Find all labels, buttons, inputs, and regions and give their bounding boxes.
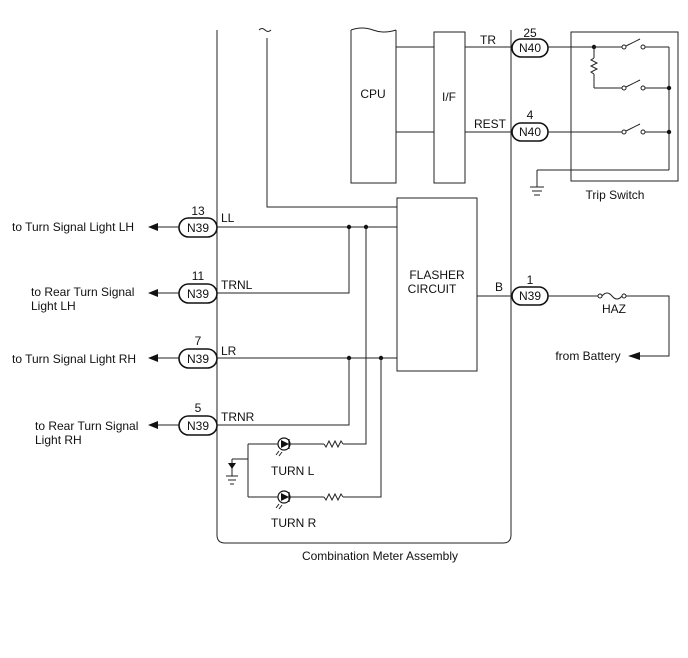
trip-contact-a2 xyxy=(640,44,646,50)
signal-tr: TR xyxy=(480,33,496,47)
fuse-terminal-2 xyxy=(621,293,627,299)
wire-break-mark xyxy=(258,28,272,32)
trip-switch-a-blade xyxy=(625,38,641,47)
pin-25: 25 xyxy=(523,26,537,40)
trip-node-3 xyxy=(666,129,672,135)
turn-r-label: TURN R xyxy=(271,516,317,530)
trip-switch-box xyxy=(570,31,679,182)
connector-n39-1-label: N39 xyxy=(519,289,541,303)
fuse-label: HAZ xyxy=(602,302,626,316)
pin-5: 5 xyxy=(195,401,202,415)
trip-contact-b1 xyxy=(621,85,627,91)
flasher-circuit-block xyxy=(396,197,478,372)
arrow-lr xyxy=(148,354,158,362)
arrow-trnr xyxy=(148,421,158,429)
interface-label: I/F xyxy=(442,90,456,104)
fuse-haz xyxy=(601,292,623,300)
turn-l-label: TURN L xyxy=(271,464,315,478)
connector-n39-5-label: N39 xyxy=(187,419,209,433)
turn-r-light-rays xyxy=(275,503,283,510)
ground-diode-icon xyxy=(228,463,236,469)
flasher-label-2: CIRCUIT xyxy=(408,282,457,296)
cpu-break-mark xyxy=(350,27,397,33)
trip-switch-c-blade xyxy=(625,123,641,132)
fuse-terminal-1 xyxy=(597,293,603,299)
meter-assembly-label: Combination Meter Assembly xyxy=(302,549,458,563)
pin-13: 13 xyxy=(191,204,205,218)
pin-4: 4 xyxy=(527,108,534,122)
wire-turn-r-feed xyxy=(343,358,382,498)
pin-1: 1 xyxy=(527,273,534,287)
signal-lr: LR xyxy=(221,344,237,358)
wire-fuse-battery xyxy=(626,295,670,357)
trip-resistor xyxy=(589,57,599,75)
signal-ll: LL xyxy=(221,211,235,225)
connector-n40-25-label: N40 xyxy=(519,41,541,55)
node-ll-1 xyxy=(346,224,352,230)
trip-node-2 xyxy=(666,85,672,91)
turn-r-diode-icon xyxy=(281,493,289,501)
trip-contact-c1 xyxy=(621,129,627,135)
dest-trnl-1: to Rear Turn Signal xyxy=(31,285,134,299)
dest-trnl-2: Light LH xyxy=(31,299,76,313)
battery-arrow xyxy=(628,352,640,360)
cpu-block xyxy=(350,30,397,184)
trip-contact-c2 xyxy=(640,129,646,135)
arrow-ll xyxy=(148,223,158,231)
signal-trnr: TRNR xyxy=(221,410,255,424)
signal-b: B xyxy=(495,280,503,294)
trip-contact-a1 xyxy=(621,44,627,50)
wire-turn-l-feed xyxy=(343,227,367,445)
wire-trnl xyxy=(217,227,350,294)
connector-n39-7-label: N39 xyxy=(187,352,209,366)
pin-11: 11 xyxy=(192,269,205,283)
dest-ll: to Turn Signal Light LH xyxy=(12,220,134,234)
flasher-label-1: FLASHER xyxy=(409,268,465,282)
dest-trnr-2: Light RH xyxy=(35,433,82,447)
connector-n40-4-label: N40 xyxy=(519,125,541,139)
turn-l-light-rays xyxy=(275,450,283,457)
connector-n40-25 xyxy=(511,38,549,58)
dest-lr: to Turn Signal Light RH xyxy=(12,352,136,366)
signal-trnl: TRNL xyxy=(221,278,253,292)
wire-cpu-to-flasher xyxy=(266,38,397,208)
interface-block xyxy=(433,31,466,184)
connector-n39-11-label: N39 xyxy=(187,287,209,301)
turn-l-resistor xyxy=(323,439,344,449)
turn-l-diode-icon xyxy=(281,440,289,448)
trip-contact-b2 xyxy=(640,85,646,91)
turn-r-resistor xyxy=(323,492,344,502)
dest-trnr-1: to Rear Turn Signal xyxy=(35,419,138,433)
trip-switch-b-blade xyxy=(625,79,641,88)
connector-n39-13-label: N39 xyxy=(187,221,209,235)
trip-switch-label: Trip Switch xyxy=(586,188,645,202)
arrow-trnl xyxy=(148,289,158,297)
pin-7: 7 xyxy=(195,334,202,348)
battery-label: from Battery xyxy=(555,349,620,363)
meter-assembly-frame xyxy=(216,30,512,544)
wire-trnr xyxy=(217,358,350,426)
cpu-label: CPU xyxy=(360,87,385,101)
signal-rest: REST xyxy=(474,117,507,131)
